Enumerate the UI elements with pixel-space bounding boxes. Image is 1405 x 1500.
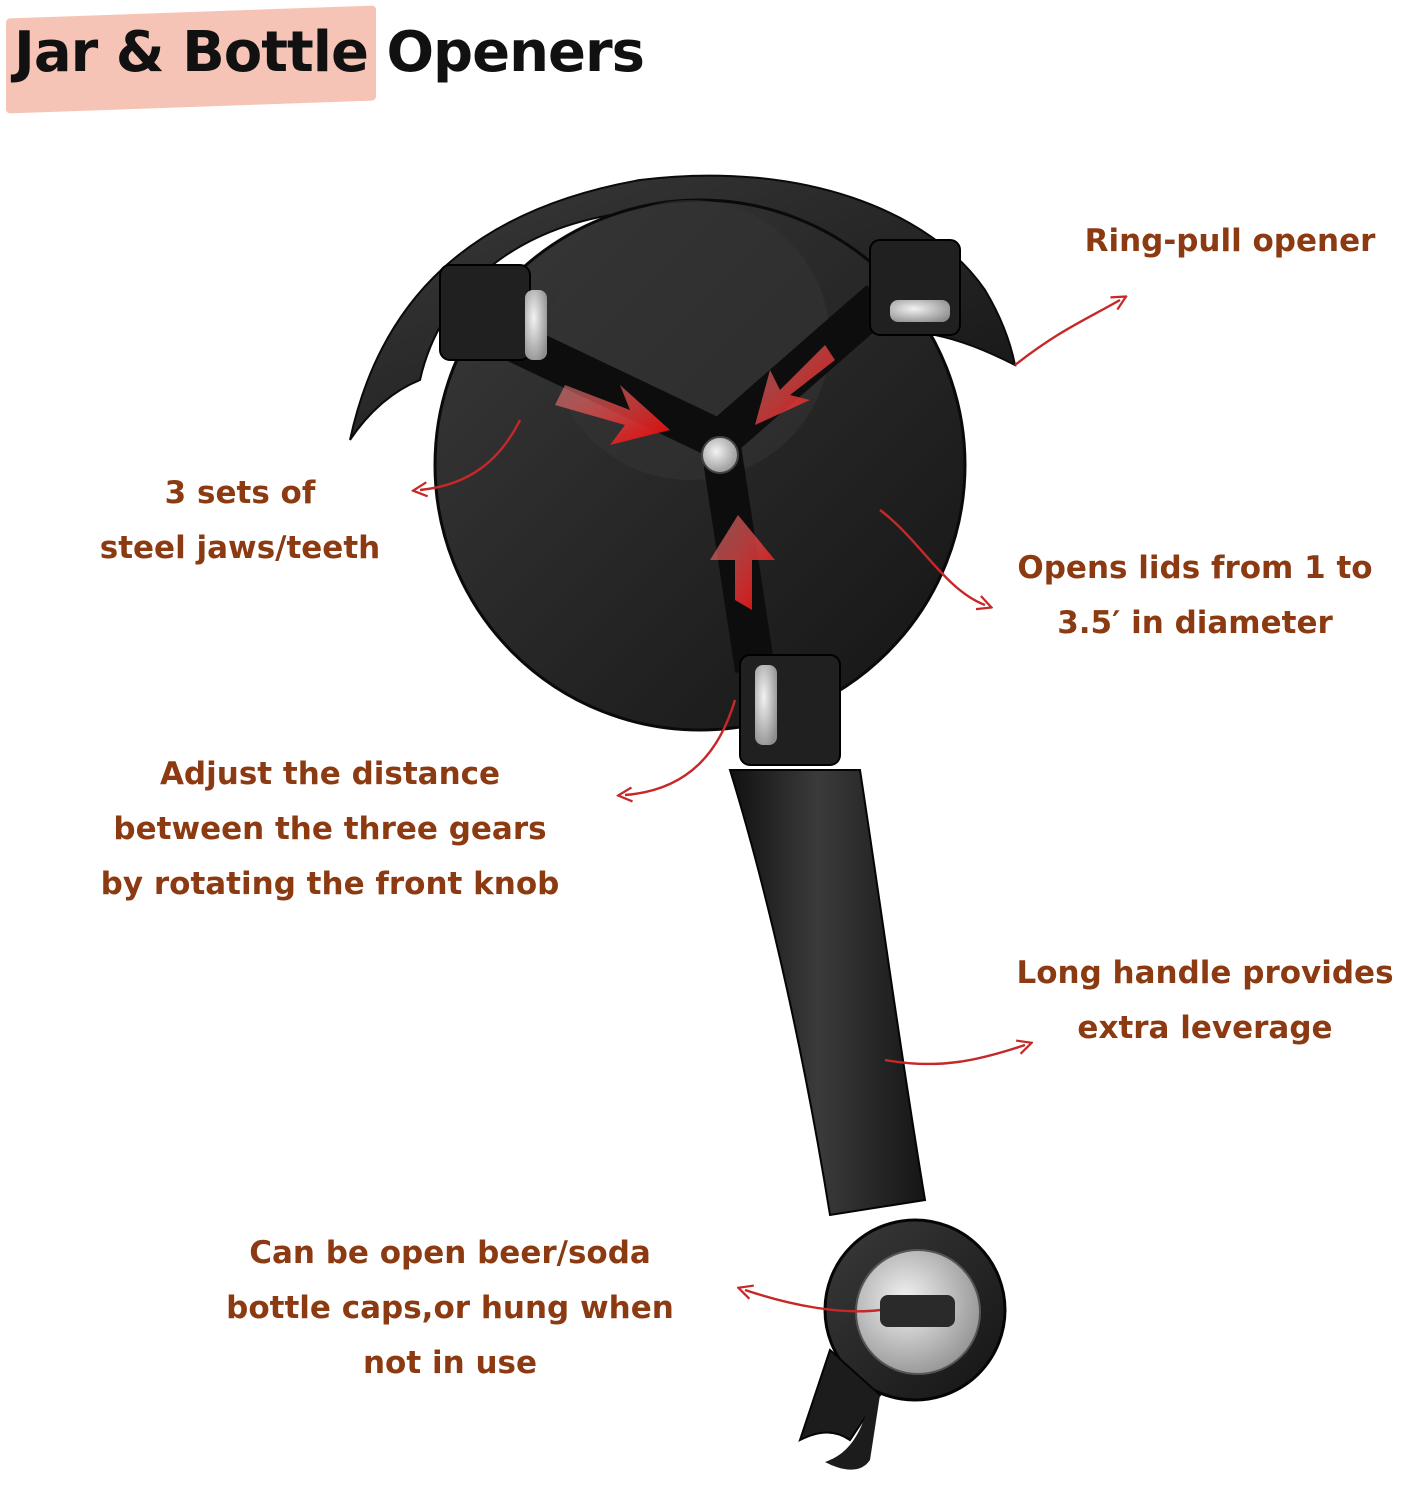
main-disc [433, 198, 967, 732]
ring-pull-arrow [1014, 300, 1120, 366]
center-screw [701, 436, 739, 474]
ring-pull-label: Ring-pull opener [1084, 223, 1376, 259]
bottle-cap-arrow [745, 1290, 881, 1313]
steel-jaws [439, 239, 961, 766]
bottle-cap-label: Can be open beer/soda bottle caps,or hun… [226, 1235, 674, 1381]
jaws-arrow [420, 419, 522, 490]
handle-label: Long handle provides extra leverage [1016, 955, 1394, 1046]
bottle-opener-end [798, 1218, 1007, 1470]
lid-size-label: Opens lids from 1 to 3.5′ in diameter [1017, 550, 1373, 641]
page-title: Jar & Bottle Openers [14, 20, 645, 85]
lid-size-arrow [879, 509, 985, 605]
long-handle [728, 769, 927, 1217]
jaw-direction-arrows [555, 345, 835, 610]
jaws-label: 3 sets of steel jaws/teeth [99, 475, 381, 566]
adjust-arrow [625, 699, 737, 795]
title-banner: Jar & Bottle Openers [0, 0, 720, 130]
handle-arrow [884, 1045, 1025, 1066]
adjust-label: Adjust the distance between the three ge… [100, 756, 560, 902]
